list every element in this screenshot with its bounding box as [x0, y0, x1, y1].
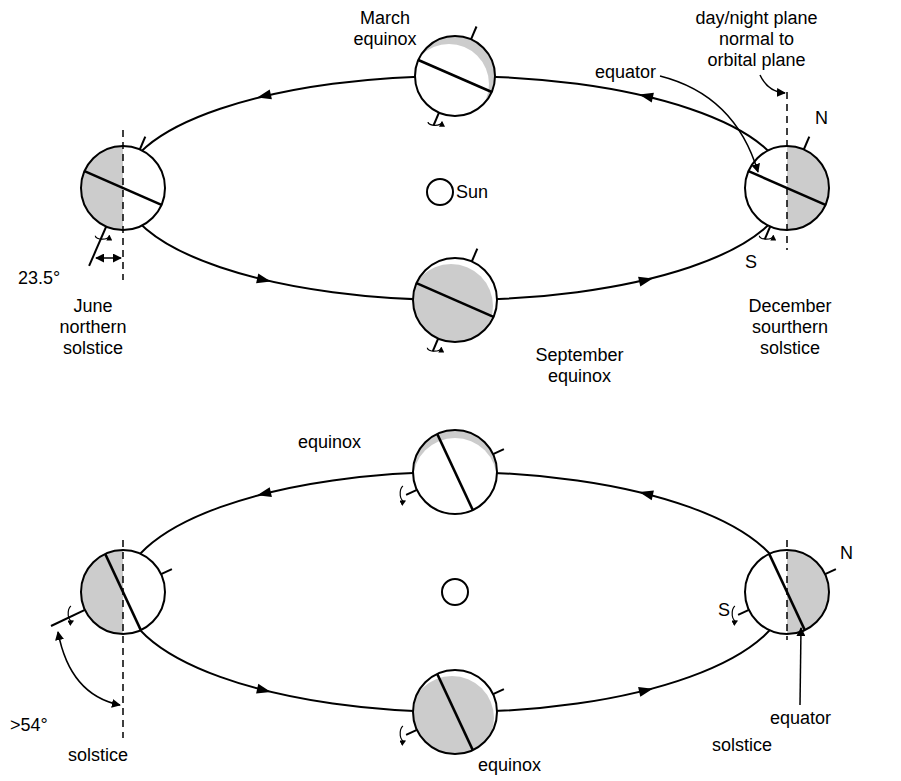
season-label: March equinox — [350, 8, 420, 50]
earth-globe — [409, 249, 497, 352]
day-night-plane — [786, 92, 788, 250]
season-label: solstice — [68, 745, 128, 766]
season-label: equinox — [478, 755, 541, 776]
orbit-arrow — [256, 684, 271, 694]
orbit-arrow — [257, 487, 272, 497]
equator-label: equator — [770, 708, 831, 729]
leader-line — [760, 75, 785, 93]
season-label: June northern solstice — [52, 296, 134, 359]
leader-line — [660, 76, 758, 172]
angle-label: >54° — [10, 715, 48, 736]
season-label: December sourthern solstice — [744, 296, 836, 359]
season-label: solstice — [712, 735, 772, 756]
orbit-arrow — [639, 490, 654, 500]
angle-arrow — [96, 257, 121, 259]
angle-label: 23.5° — [18, 268, 60, 289]
orbit-arrow — [638, 277, 653, 287]
orbit-arrow — [256, 274, 271, 284]
sun-label: Sun — [456, 182, 488, 203]
earth-globe — [51, 550, 172, 634]
day-night-plane — [122, 130, 124, 280]
orbit-arrow — [638, 687, 653, 697]
note-label: day/night plane normal to orbital plane — [693, 8, 820, 71]
pole-label: S — [718, 600, 730, 621]
orbit-arrows — [256, 487, 654, 697]
pole-label: N — [840, 543, 853, 564]
day-night-plane — [786, 540, 788, 640]
pole-label: S — [745, 252, 757, 273]
season-label: September equinox — [532, 345, 627, 387]
earth-globe — [732, 550, 836, 634]
pole-label: N — [815, 108, 828, 129]
earth-globe — [400, 430, 504, 522]
sun-circle — [442, 579, 468, 605]
orbit-arrow — [257, 90, 272, 100]
leader-line — [800, 628, 801, 705]
sun-circle — [427, 179, 453, 205]
season-label: equinox — [298, 432, 361, 453]
equator-label: equator — [595, 62, 656, 83]
orbit-arrows — [256, 90, 654, 287]
earth-globe — [400, 670, 504, 760]
sun-node: Sun — [426, 178, 488, 206]
orbit-arrow — [639, 93, 654, 103]
angle-arrow — [58, 632, 120, 705]
earth-globe — [409, 27, 495, 126]
day-night-plane — [122, 540, 124, 738]
sun-symbol — [426, 178, 454, 206]
